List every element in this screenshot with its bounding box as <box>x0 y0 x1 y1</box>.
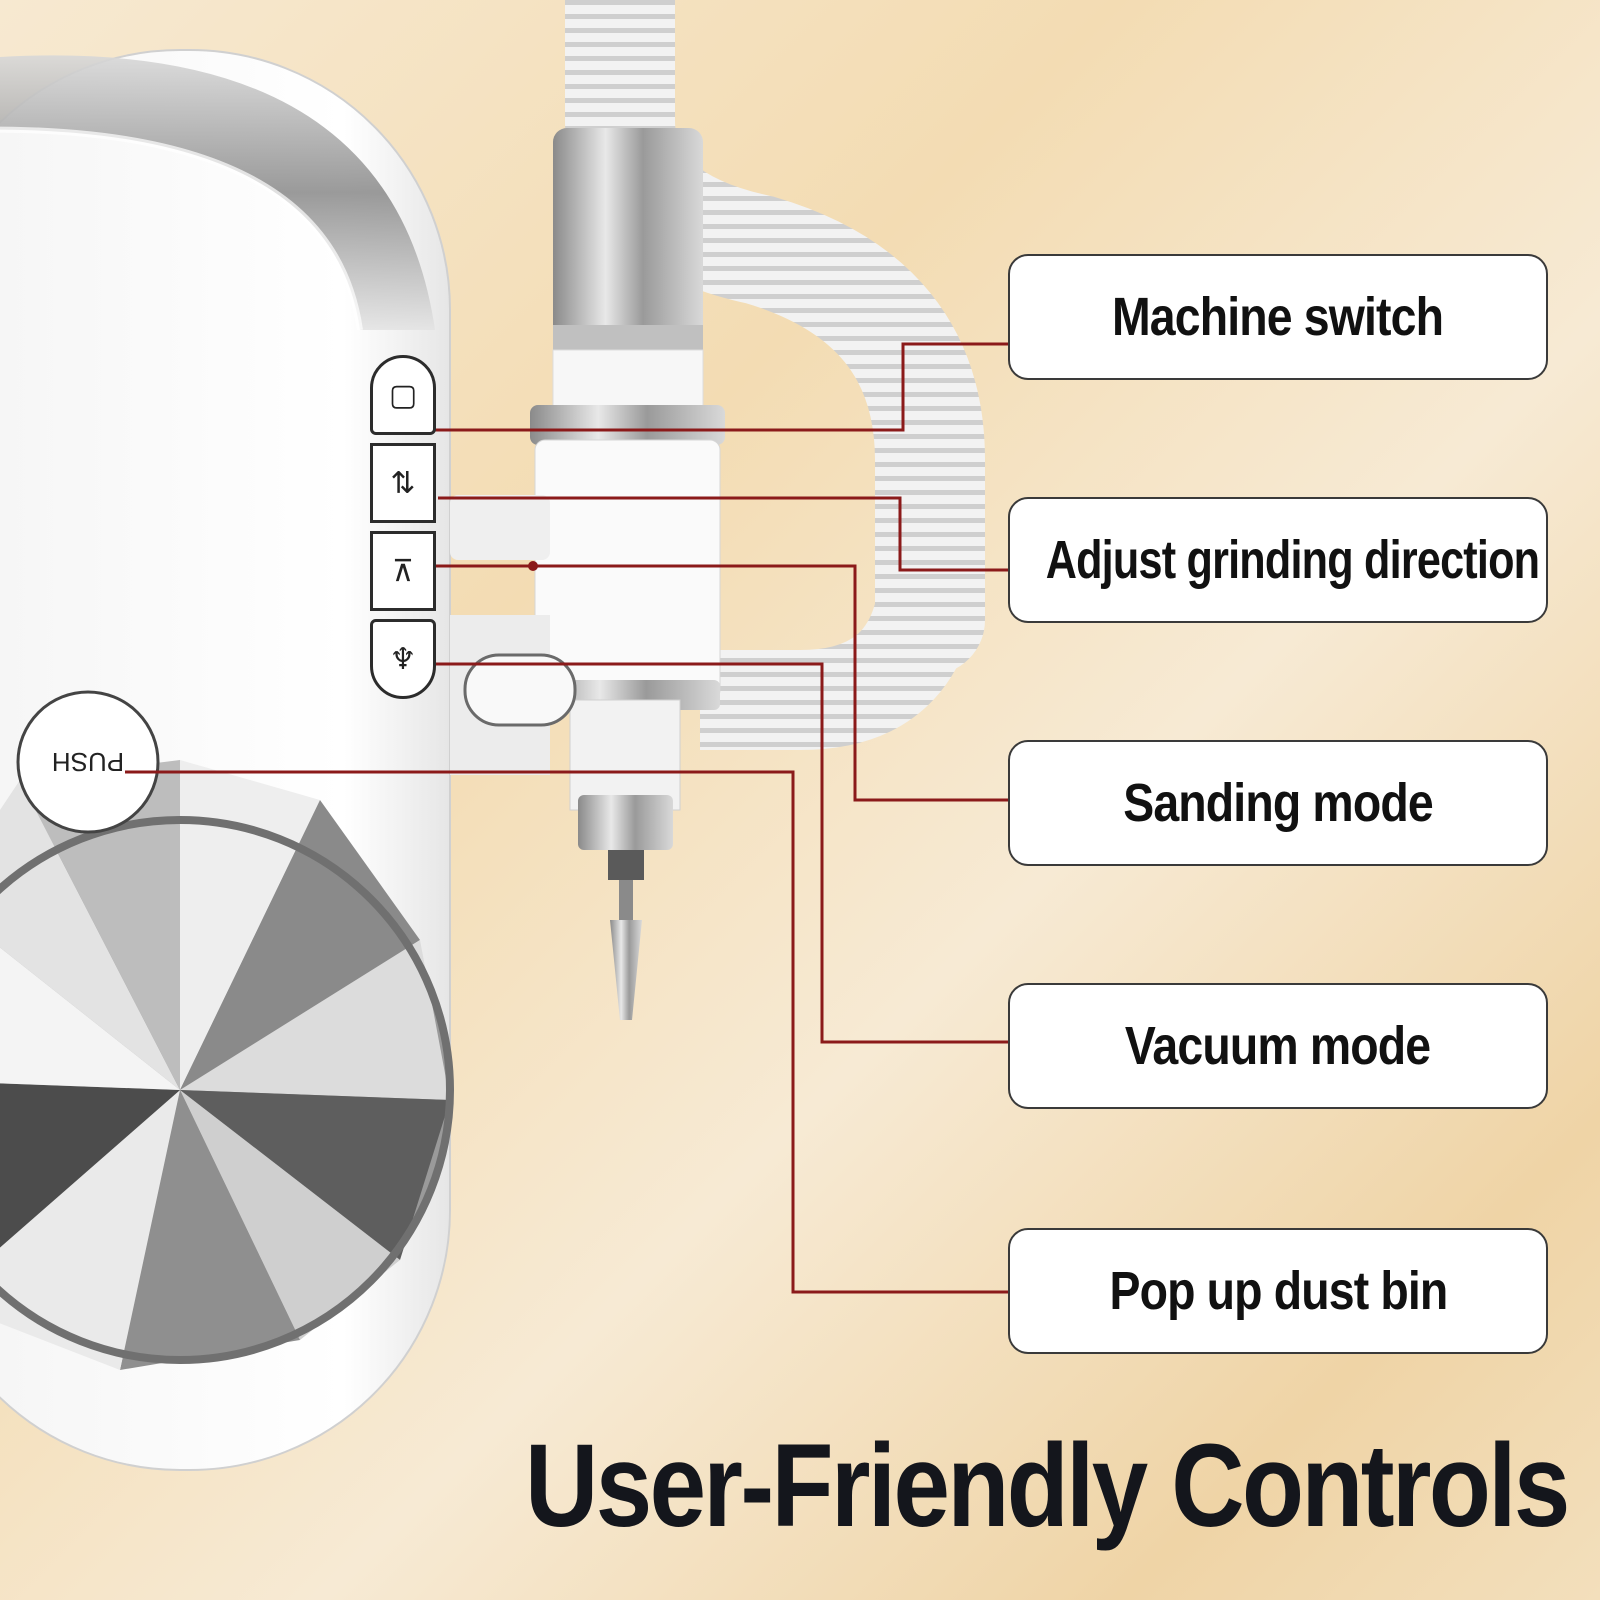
leader-vacuum-mode <box>430 662 1008 1044</box>
callout-machine-switch: Machine switch <box>1008 254 1548 380</box>
callout-grinding-direction: Adjust grinding direction <box>1008 497 1548 623</box>
sanding-icon: ⊼ <box>392 553 414 589</box>
callout-label: Pop up dust bin <box>1109 1261 1448 1321</box>
chrome-trim <box>0 55 435 330</box>
vacuum-icon: ♆ <box>389 641 417 677</box>
drill-bit <box>619 880 633 920</box>
leader-grinding-direction <box>438 496 1008 572</box>
callout-sanding-mode: Sanding mode <box>1008 740 1548 866</box>
power-square-icon: ▢ <box>388 377 418 413</box>
vacuum-mode-button[interactable]: ♆ <box>370 619 436 699</box>
grinding-direction-button[interactable]: ⇅ <box>370 443 436 523</box>
leader-lines <box>125 342 1008 1294</box>
leader-dust-bin <box>125 770 1008 1294</box>
sanding-mode-button[interactable]: ⊼ <box>370 531 436 611</box>
callout-label: Adjust grinding direction <box>1045 530 1539 590</box>
rotate-arrows-icon: ⇅ <box>390 465 416 501</box>
callout-dust-bin: Pop up dust bin <box>1008 1228 1548 1354</box>
callout-vacuum-mode: Vacuum mode <box>1008 983 1548 1109</box>
push-button-label[interactable]: PUSH <box>52 747 124 777</box>
push-button-circle <box>16 690 160 834</box>
machine-switch-button[interactable]: ▢ <box>370 355 436 435</box>
chrome-coupling <box>553 128 703 348</box>
leader-sanding-mode <box>430 564 1008 802</box>
headline: User-Friendly Controls <box>525 1420 1570 1552</box>
callout-label: Machine switch <box>1112 287 1444 347</box>
callout-label: Sanding mode <box>1123 773 1433 833</box>
callout-label: Vacuum mode <box>1125 1016 1431 1076</box>
slot <box>463 653 577 727</box>
leader-machine-switch <box>430 342 1008 432</box>
